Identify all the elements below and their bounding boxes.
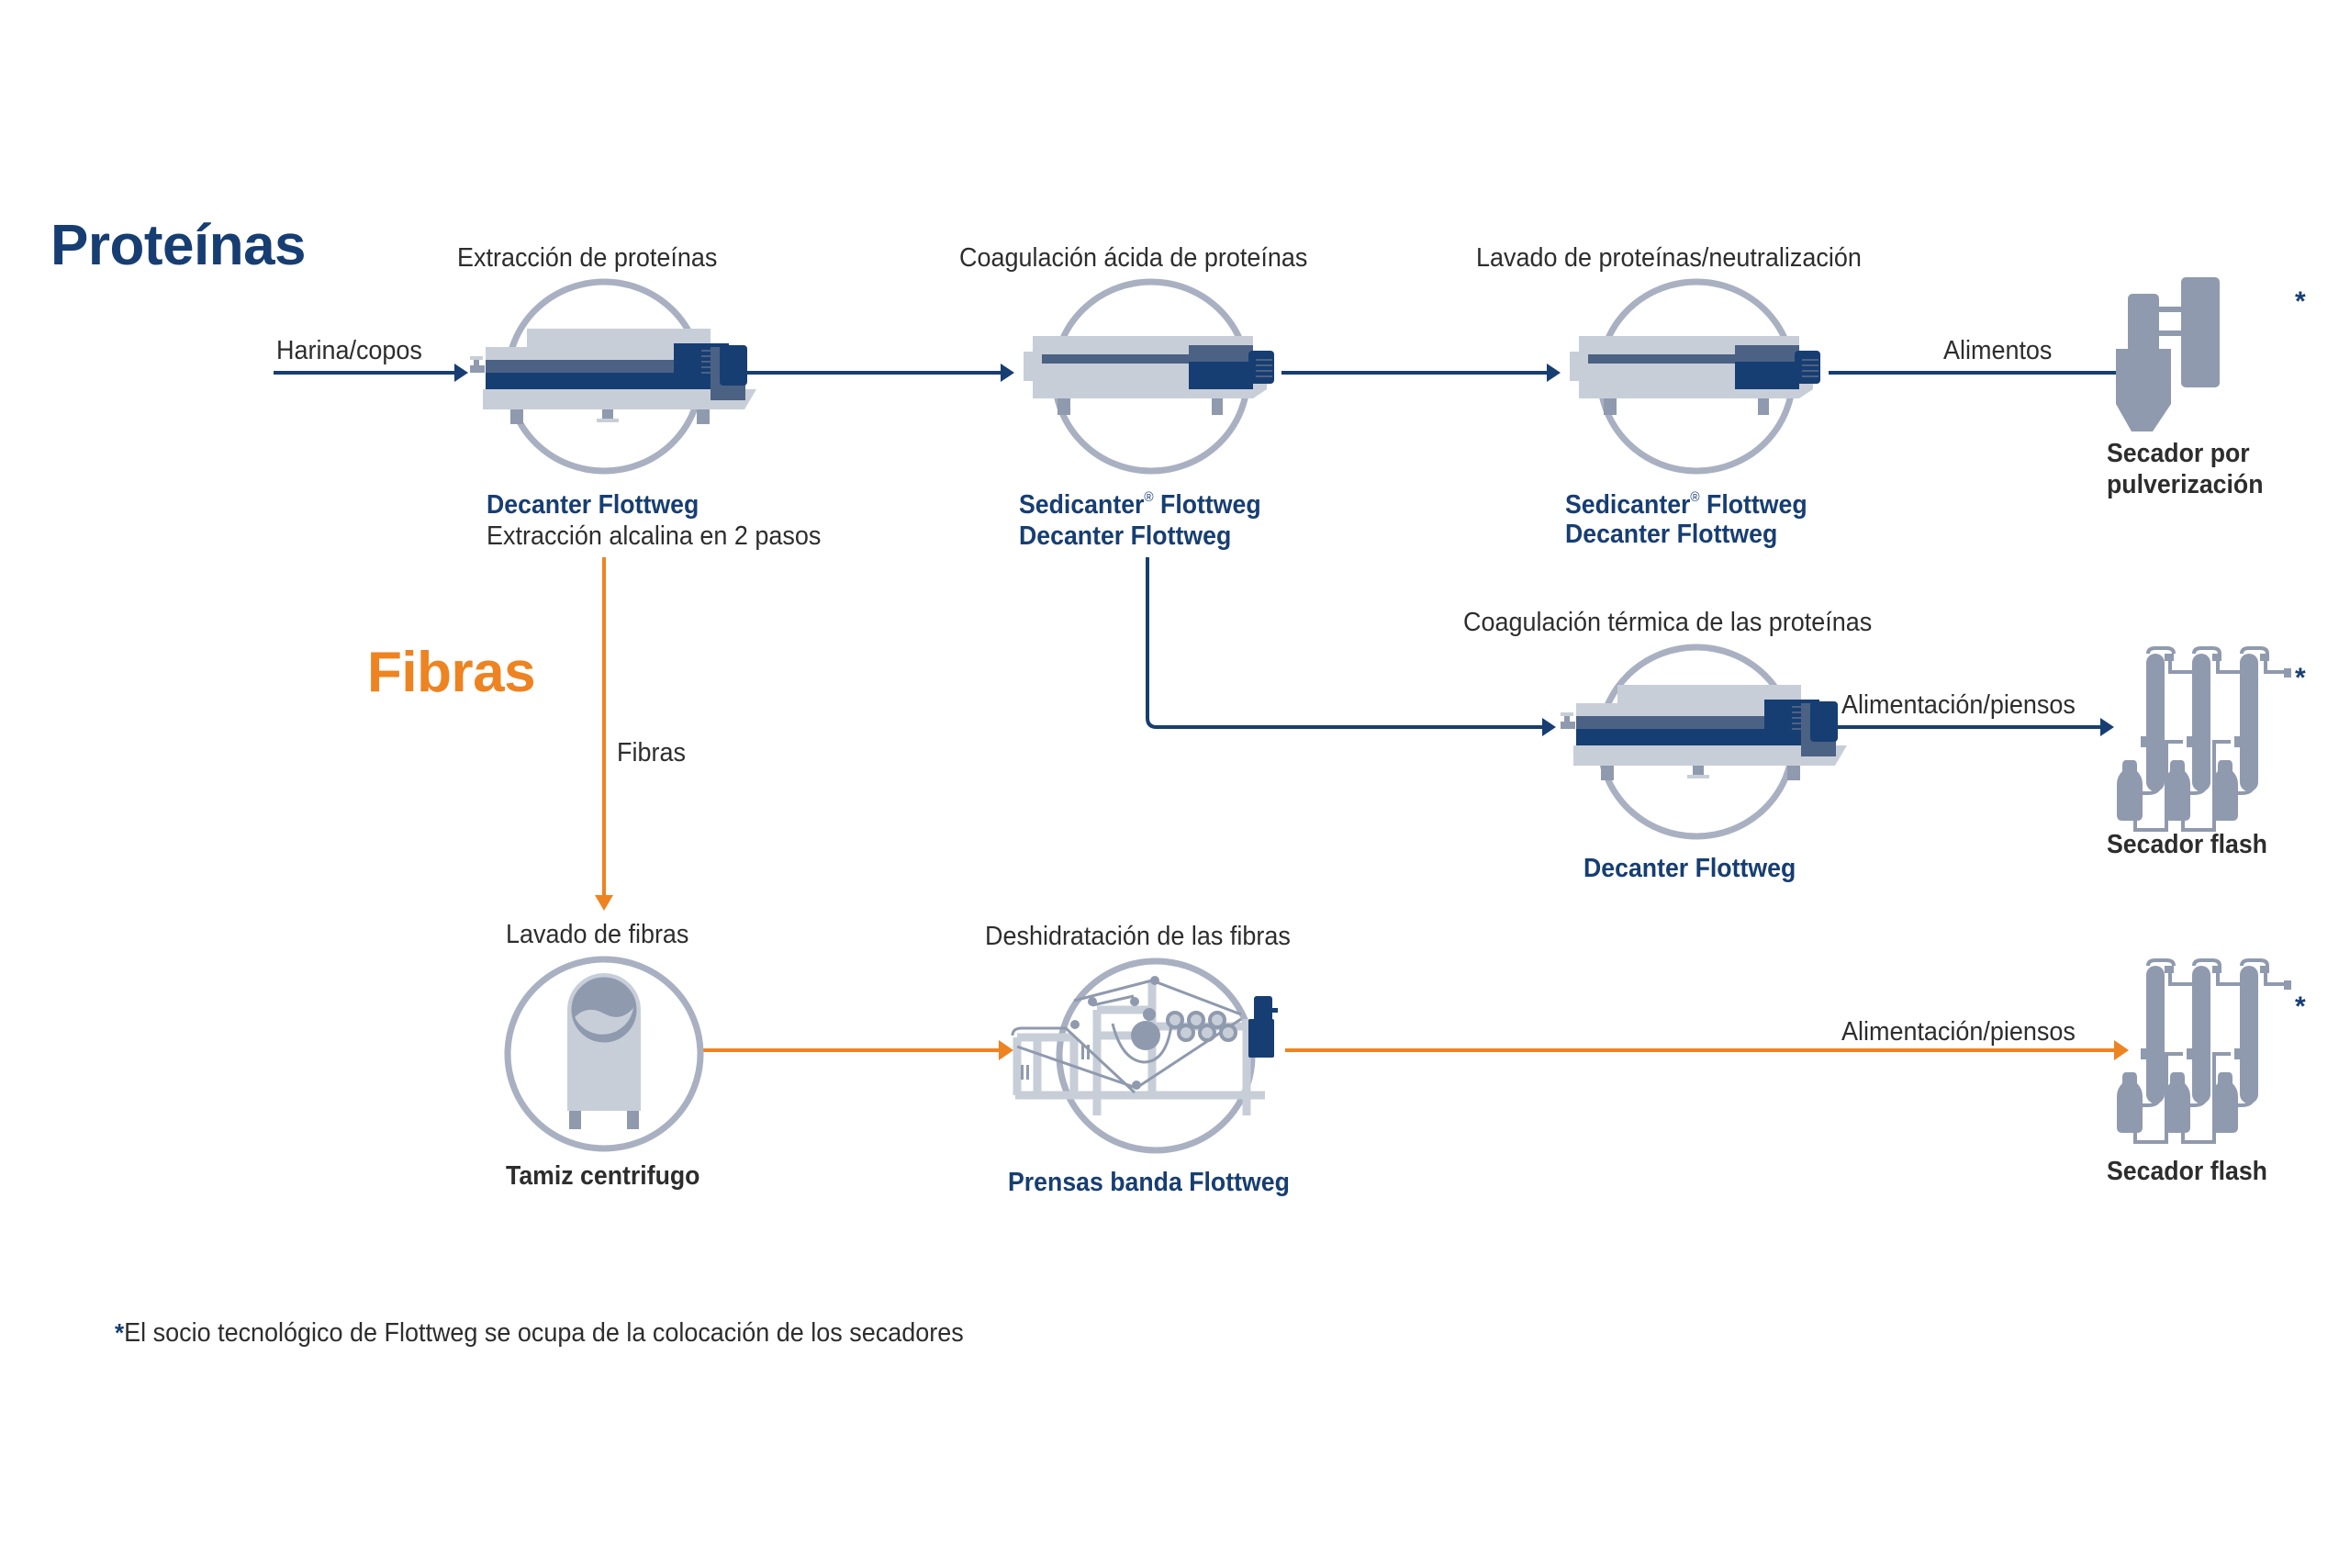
protein-flow-lines <box>274 371 2116 729</box>
spray-dryer-icon <box>2116 277 2220 431</box>
dryer-label: Secador flash <box>2107 830 2267 859</box>
flow-label-output: Alimentación/piensos <box>1841 1017 2076 1047</box>
equipment-note: Extracción alcalina en 2 pasos <box>487 521 822 551</box>
flow-label-input: Harina/copos <box>276 336 422 365</box>
equipment-name: Sedicanter <box>1019 490 1145 520</box>
step-title: Deshidratación de las fibras <box>985 922 1291 951</box>
flash-dryer-icon <box>2115 646 2293 832</box>
equipment-label: Sedicanter® Flottweg <box>1565 489 1807 521</box>
flow-label-output: Alimentos <box>1943 336 2053 365</box>
centrifugal-sieve-icon <box>567 973 641 1129</box>
equipment-label: Decanter Flottweg <box>1583 854 1796 883</box>
dryer-label: pulverización <box>2107 470 2264 499</box>
step-title: Coagulación ácida de proteínas <box>959 243 1308 273</box>
section-title-fibers: Fibras <box>367 641 536 704</box>
step-title: Coagulación térmica de las proteínas <box>1463 608 1873 637</box>
footnote-text: El socio tecnológico de Flottweg se ocup… <box>124 1318 964 1348</box>
registered-mark: ® <box>1690 489 1700 505</box>
flow-label-output: Alimentación/piensos <box>1841 690 2076 720</box>
fiber-flow-lines <box>602 557 2116 1052</box>
sedicanter-icon <box>1569 335 1821 416</box>
equipment-brand: Flottweg <box>1707 490 1807 520</box>
sedicanter-icon <box>1023 335 1275 416</box>
section-title-proteins: Proteínas <box>50 214 307 277</box>
footnote-marker: * <box>2295 663 2306 693</box>
footnote-marker: * <box>115 1318 125 1347</box>
step-title: Lavado de proteínas/neutralización <box>1476 243 1862 273</box>
equipment-label: Tamiz centrifugo <box>506 1161 700 1191</box>
flash-dryer-icon <box>2115 958 2293 1144</box>
decanter-icon <box>1560 684 1848 781</box>
dryer-label: Secador flash <box>2107 1157 2267 1186</box>
belt-press-icon <box>1011 976 1278 1115</box>
equipment-label: Decanter Flottweg <box>487 490 699 520</box>
equipment-label: Prensas banda Flottweg <box>1008 1168 1290 1197</box>
footnote-marker: * <box>2295 286 2306 317</box>
equipment-label: Decanter Flottweg <box>1019 521 1232 551</box>
registered-mark: ® <box>1144 489 1154 505</box>
equipment-label: Sedicanter® Flottweg <box>1019 489 1261 521</box>
footnote: *El socio tecnológico de Flottweg se ocu… <box>115 1318 964 1349</box>
step-title: Lavado de fibras <box>506 920 689 949</box>
flow-label-input: Fibras <box>617 738 686 767</box>
dryer-label: Secador por <box>2107 439 2250 468</box>
equipment-brand: Flottweg <box>1160 490 1261 520</box>
equipment-circle <box>504 956 704 1152</box>
equipment-label: Decanter Flottweg <box>1565 520 1778 549</box>
equipment-name: Sedicanter <box>1565 490 1691 520</box>
footnote-marker: * <box>2295 991 2306 1022</box>
fiber-arrowheads <box>595 895 2129 1060</box>
step-title: Extracción de proteínas <box>457 243 718 273</box>
